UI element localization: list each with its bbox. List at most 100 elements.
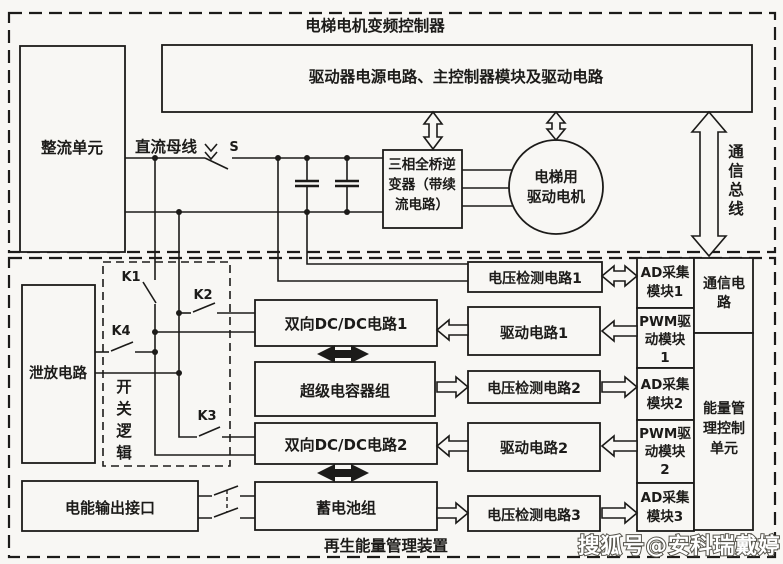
vdet3-ad3-arrow (601, 501, 639, 525)
svg-text:开: 开 (116, 378, 132, 396)
bottom-frame-title: 再生能量管理装置 (324, 536, 448, 555)
capacitor-1 (295, 179, 319, 188)
vdet1-label: 电压检测电路1 (488, 270, 582, 287)
discharge-label: 泄放电路 (29, 364, 87, 382)
switch-s-arrow (204, 143, 218, 161)
svg-text:1: 1 (660, 350, 669, 366)
driver-power-box (161, 44, 753, 113)
svg-text:逻: 逻 (116, 422, 132, 440)
drv2-label: 驱动电路2 (500, 439, 568, 457)
regen-energy-frame (7, 256, 777, 559)
svg-text:辑: 辑 (116, 443, 132, 462)
ad1-box (636, 257, 695, 309)
motor-label-2: 驱动电机 (527, 188, 585, 206)
inverter-label-1: 三相全桥逆 (388, 156, 456, 173)
comm-bus-arrow (690, 110, 728, 258)
pwm2-label: PWM驱 动模块 2 (639, 426, 691, 478)
svg-text:AD采集: AD采集 (641, 376, 690, 393)
inverter-label-2: 变器（带续 (388, 176, 456, 193)
pwm1-label: PWM驱 动模块 1 (639, 314, 691, 366)
svg-text:路: 路 (717, 294, 732, 311)
battery-vdet3-arrow (436, 501, 470, 525)
dcdc1-label: 双向DC/DC电路1 (285, 315, 408, 333)
switch-k1-label: K1 (121, 270, 140, 285)
vdet3-label: 电压检测电路3 (487, 507, 581, 524)
svg-text:关: 关 (116, 399, 132, 418)
supercap-label: 超级电容器组 (299, 382, 390, 400)
comm-bus-label: 通 信 总 线 (728, 143, 744, 218)
ad3-label: AD采集 模块3 (641, 489, 690, 525)
dcdc2-battery-arrow (317, 464, 369, 482)
motor-updown-arrow (545, 110, 567, 142)
rectifier-box (19, 45, 126, 253)
switch-k4-label: K4 (111, 324, 130, 339)
plus-rail-lower (154, 304, 255, 456)
pwm2-drv2-arrow (600, 434, 638, 458)
inverter-label-3: 流电路） (395, 196, 449, 213)
top-frame-title: 电梯电机变频控制器 (305, 16, 445, 35)
vdet3-box (467, 495, 601, 532)
vdet1-ad1-arrow (600, 264, 639, 288)
svg-text:模块3: 模块3 (647, 508, 683, 525)
dc-bus-label: 直流母线 (135, 137, 198, 156)
svg-text:2: 2 (660, 462, 669, 478)
switch-s-blade (204, 157, 229, 170)
svg-text:通: 通 (728, 143, 744, 161)
switch-k2-blade (192, 302, 216, 313)
watermark: 搜狐号@安科瑞戴婷 (578, 533, 781, 559)
svg-text:PWM驱: PWM驱 (639, 426, 691, 442)
switch-s-label: S (229, 140, 238, 155)
inverter-box (382, 149, 463, 229)
drv1-dcdc1-arrow (435, 318, 469, 342)
battery-switch-blade2 (213, 507, 239, 518)
vdet2-label: 电压检测电路2 (487, 380, 581, 397)
switch-k2-label: K2 (193, 288, 212, 303)
pwm1-box (636, 307, 695, 369)
inverter-updown-arrow (422, 110, 444, 151)
switch-logic-label: 开 关 逻 辑 (116, 378, 132, 462)
dcdc2-label: 双向DC/DC电路2 (285, 436, 408, 454)
comm-circuit-label: 通信电 路 (703, 275, 745, 311)
motor-label-1: 电梯用 (534, 168, 578, 186)
rectifier-label: 整流单元 (40, 138, 104, 157)
svg-text:总: 总 (728, 180, 744, 199)
output-port-box (21, 480, 199, 532)
dcdc1-box (254, 299, 438, 347)
battery-switch-blade1 (213, 485, 239, 496)
ad2-box (636, 367, 695, 421)
energy-mgmt-box (693, 332, 754, 531)
drv1-label: 驱动电路1 (500, 324, 568, 342)
svg-text:动模块: 动模块 (645, 443, 686, 460)
svg-text:能量管: 能量管 (703, 400, 745, 417)
inverter-controller-frame (7, 11, 777, 254)
vdet2-ad2-arrow (601, 375, 639, 399)
svg-text:模块2: 模块2 (647, 395, 683, 412)
svg-text:模块1: 模块1 (647, 283, 683, 300)
ad1-label: AD采集 模块1 (641, 264, 690, 300)
output-port-label: 电能输出接口 (65, 499, 155, 517)
junction-dots (152, 155, 350, 376)
svg-text:理控制: 理控制 (703, 420, 745, 437)
supercap-box (254, 361, 436, 417)
svg-text:单元: 单元 (710, 440, 738, 457)
switch-logic-frame (102, 261, 231, 467)
pwm1-drv1-arrow (600, 319, 638, 343)
drv1-box (467, 306, 601, 356)
svg-text:动模块: 动模块 (645, 331, 686, 348)
svg-text:线: 线 (728, 199, 744, 218)
svg-text:AD采集: AD采集 (641, 264, 690, 281)
vdet1-plus-tap (277, 158, 468, 282)
discharge-box (21, 284, 96, 464)
vdet1-box (467, 261, 603, 293)
dcdc2-box (254, 422, 438, 465)
battery-box (254, 481, 438, 531)
battery-label: 蓄电池组 (316, 499, 376, 517)
switch-k4-blade (110, 341, 134, 352)
svg-text:信: 信 (728, 161, 744, 180)
driver-power-label: 驱动器电源电路、主控制器模块及驱动电路 (309, 67, 604, 86)
svg-text:PWM驱: PWM驱 (639, 314, 691, 330)
vdet1-minus-tap (306, 212, 468, 265)
minus-rail (178, 212, 197, 438)
